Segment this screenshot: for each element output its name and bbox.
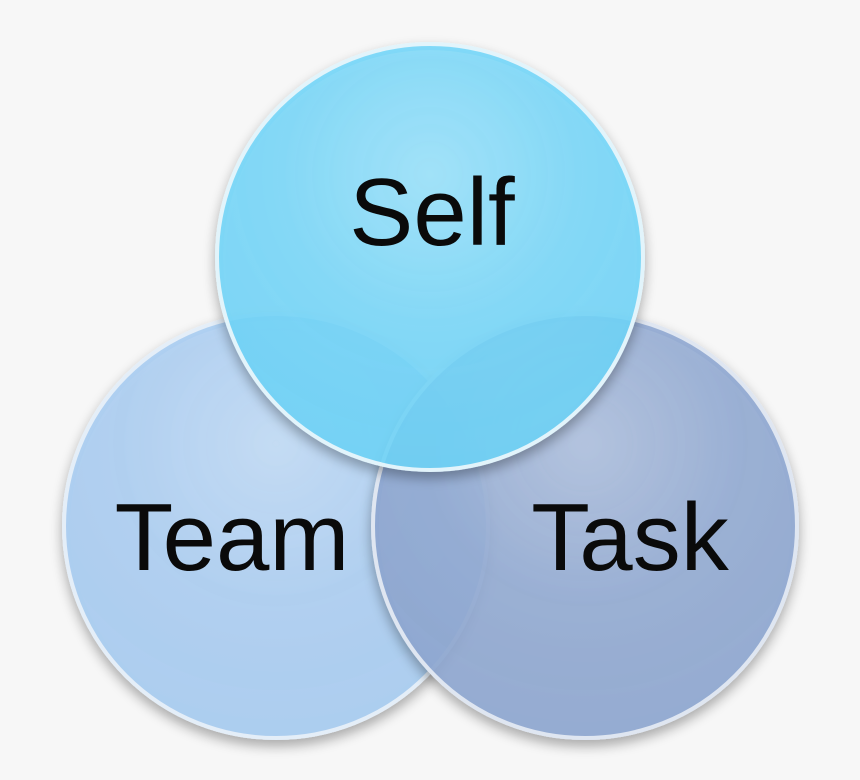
- label-self: Self: [349, 159, 515, 266]
- label-task: Task: [531, 484, 729, 591]
- circle-self: [215, 42, 645, 472]
- circle-self-gloss: [223, 50, 637, 464]
- label-team: Team: [115, 484, 350, 591]
